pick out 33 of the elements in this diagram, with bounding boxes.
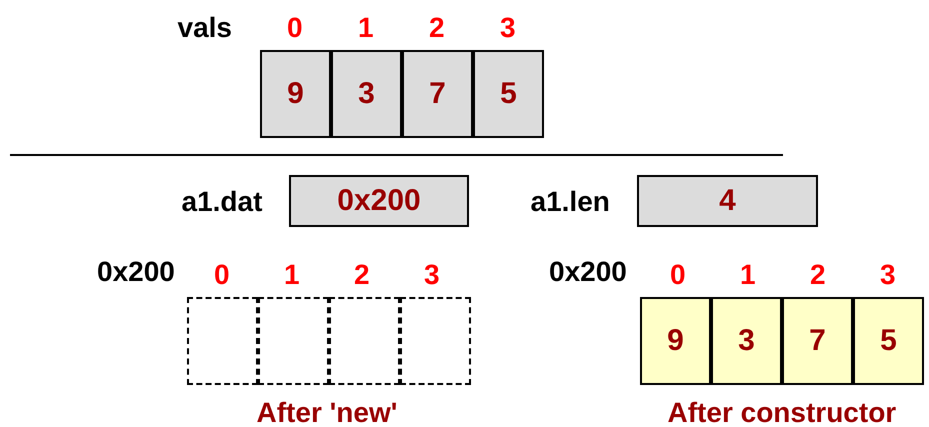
empty-memory-cell [400, 297, 471, 385]
field-name: a1.dat [182, 188, 262, 216]
field-name: a1.len [530, 188, 610, 216]
caption: After constructor [668, 399, 896, 427]
caption: After 'new' [256, 399, 398, 427]
index-number: 1 [284, 261, 300, 289]
index-number: 1 [358, 14, 374, 42]
index-number: 2 [810, 261, 826, 289]
index-number: 3 [880, 261, 896, 289]
memory-cell: 3 [711, 297, 782, 385]
index-number: 2 [354, 261, 370, 289]
index-number: 3 [500, 14, 516, 42]
empty-memory-cell [329, 297, 400, 385]
address-label: 0x200 [97, 258, 175, 286]
field-box: 4 [637, 175, 818, 227]
index-number: 1 [740, 261, 756, 289]
memory-cell: 7 [402, 50, 473, 138]
memory-cell: 5 [853, 297, 924, 385]
field-box: 0x200 [289, 175, 469, 227]
address-label: 0x200 [549, 258, 627, 286]
memory-cell: 3 [331, 50, 402, 138]
empty-memory-cell [187, 297, 258, 385]
empty-memory-cell [258, 297, 329, 385]
index-number: 0 [670, 261, 686, 289]
index-number: 3 [424, 261, 440, 289]
memory-cell: 7 [782, 297, 853, 385]
index-number: 0 [214, 261, 230, 289]
index-number: 0 [287, 14, 303, 42]
memory-cell: 5 [473, 50, 544, 138]
memory-cell: 9 [260, 50, 331, 138]
index-number: 2 [429, 14, 445, 42]
variable-name: vals [178, 14, 232, 42]
memory-cell: 9 [640, 297, 711, 385]
